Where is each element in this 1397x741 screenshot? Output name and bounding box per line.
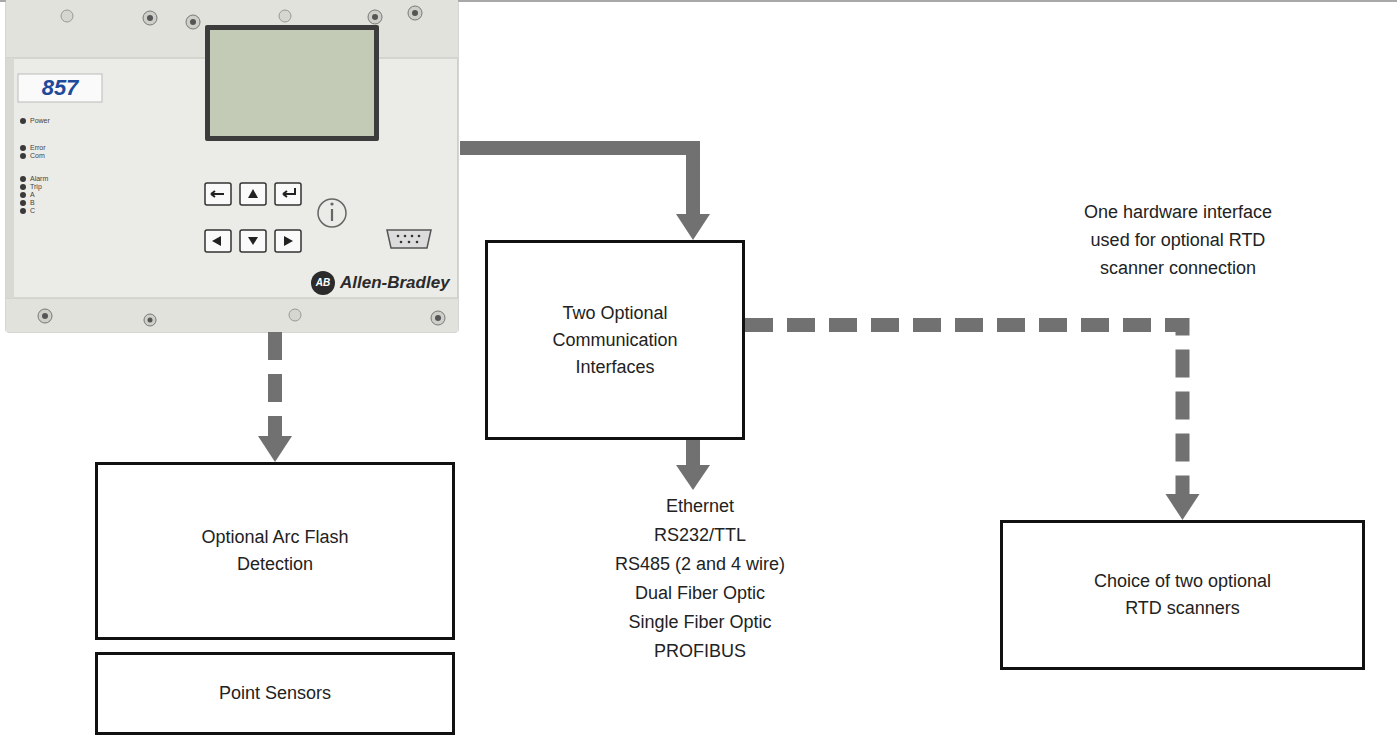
process-box: Point Sensors: [95, 652, 455, 735]
solid-arrow: [460, 148, 710, 240]
brand-name: Allen-Bradley: [340, 272, 450, 294]
interface-item: Ethernet: [570, 494, 830, 518]
model-plate: [18, 74, 102, 102]
interface-item: PROFIBUS: [570, 639, 830, 663]
dashed-arrow: [745, 325, 1200, 520]
dashed-arrow: [258, 332, 292, 462]
lcd-screen: [210, 30, 374, 136]
box-content: Two Optional Communication Interfaces: [540, 300, 690, 381]
interface-item: Dual Fiber Optic: [570, 581, 830, 605]
box-label: Optional Arc Flash Detection: [188, 524, 363, 578]
logo-disc: [311, 271, 335, 295]
led-label: Com: [30, 152, 45, 160]
led-label: Alarm: [30, 175, 48, 183]
led-label: Error: [30, 144, 46, 152]
list-arrow: [676, 440, 710, 490]
interface-item: RS232/TTL: [570, 523, 830, 547]
connector-line: [268, 332, 282, 438]
note-text: One hardware interface used for optional…: [1071, 198, 1286, 282]
lcd-frame: [205, 25, 379, 141]
box-content: Optional Arc Flash Detection: [188, 524, 363, 578]
status-leds: [20, 118, 26, 214]
keypad: [205, 183, 346, 252]
process-box: Optional Arc Flash Detection: [95, 462, 455, 640]
interface-item: RS485 (2 and 4 wire): [570, 552, 830, 576]
box-content: Point Sensors: [219, 680, 331, 707]
led-label: B: [30, 199, 35, 207]
box-label: Point Sensors: [219, 680, 331, 707]
box-content: Choice of two optional RTD scanners: [1080, 568, 1285, 622]
led-label: Trip: [30, 183, 42, 191]
connector-line: [460, 148, 693, 216]
arrowhead: [676, 214, 710, 240]
logo-mark: AB: [311, 276, 335, 290]
led-label: C: [30, 207, 35, 215]
interface-item: Single Fiber Optic: [570, 610, 830, 634]
connector-line: [745, 325, 1183, 496]
arrowhead: [1166, 494, 1200, 520]
box-label: Two Optional Communication Interfaces: [540, 300, 690, 381]
model-number: 857: [18, 74, 102, 102]
led-label: Power: [30, 117, 50, 125]
serial-port: [387, 230, 431, 248]
led-label: A: [30, 191, 35, 199]
relay-device: [6, 0, 458, 332]
box-label: Choice of two optional RTD scanners: [1080, 568, 1285, 622]
relay-device-node: 857PowerErrorComAlarmTripABCABAllen-Brad…: [0, 0, 460, 332]
process-box: Two Optional Communication Interfaces: [485, 240, 745, 440]
process-box: Choice of two optional RTD scanners: [1000, 520, 1365, 670]
arrowhead: [258, 436, 292, 462]
